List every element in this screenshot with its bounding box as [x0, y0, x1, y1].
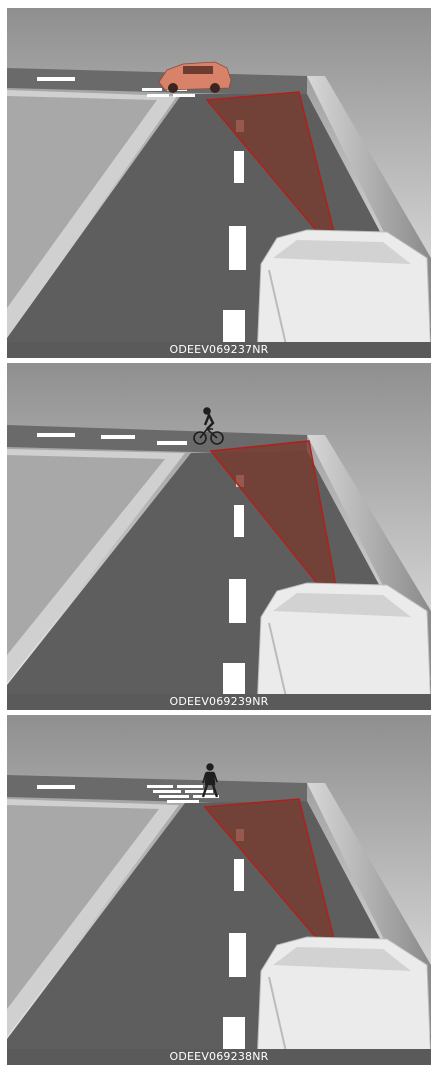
- lane-marking: [234, 151, 244, 183]
- ego-vehicle: [257, 583, 431, 710]
- lane-marking: [37, 77, 75, 81]
- lane-marking: [157, 441, 187, 445]
- road-scene: [7, 363, 431, 710]
- image-caption: ODEEV069237NR: [7, 342, 431, 358]
- diagram-panel-car: ODEEV069237NR: [7, 8, 431, 358]
- ego-vehicle: [257, 937, 431, 1065]
- diagram-panel-pedestrian: ODEEV069238NR: [7, 715, 431, 1065]
- image-caption: ODEEV069239NR: [7, 694, 431, 710]
- road-scene: [7, 8, 431, 358]
- lane-marking: [229, 933, 246, 977]
- lane-marking: [37, 433, 75, 437]
- lane-marking: [37, 785, 75, 789]
- lane-marking: [229, 579, 246, 623]
- lane-marking: [234, 859, 244, 891]
- road-scene: [7, 715, 431, 1065]
- diagram-panel-cyclist: ODEEV069239NR: [7, 363, 431, 710]
- ego-vehicle: [257, 230, 431, 358]
- image-caption: ODEEV069238NR: [7, 1049, 431, 1065]
- lane-marking: [234, 505, 244, 537]
- lane-marking: [101, 435, 135, 439]
- lane-marking: [229, 226, 246, 270]
